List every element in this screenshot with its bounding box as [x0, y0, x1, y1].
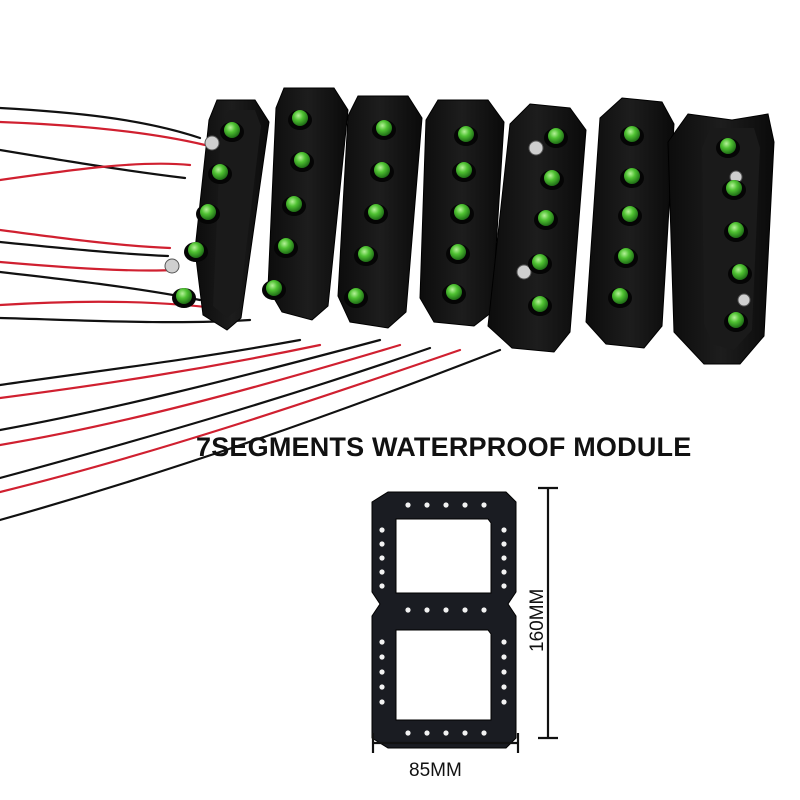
green-led [548, 128, 564, 144]
green-led [728, 222, 744, 238]
segment-dot [501, 654, 507, 660]
green-led [212, 164, 228, 180]
green-led [732, 264, 748, 280]
segment-dot [501, 639, 507, 645]
segment-dot [379, 569, 385, 575]
green-led [348, 288, 364, 304]
green-led [458, 126, 474, 142]
segment-module [487, 103, 587, 353]
segment-dot [501, 541, 507, 547]
segment-dot [501, 669, 507, 675]
segment-dot [462, 502, 468, 508]
segment-dot [424, 607, 430, 613]
green-led [374, 162, 390, 178]
segment-dot [379, 555, 385, 561]
green-led [624, 168, 640, 184]
segment-dot [501, 555, 507, 561]
green-led [456, 162, 472, 178]
segment-dot [379, 527, 385, 533]
green-led [278, 238, 294, 254]
segment-dot [443, 502, 449, 508]
green-led [544, 170, 560, 186]
green-led [368, 204, 384, 220]
green-led [176, 288, 192, 304]
green-led [450, 244, 466, 260]
green-led [612, 288, 628, 304]
green-led [454, 204, 470, 220]
segment-dot [405, 502, 411, 508]
segment-dot [501, 684, 507, 690]
segment-dot [481, 730, 487, 736]
segment-dot [462, 607, 468, 613]
segment-dot [379, 639, 385, 645]
green-leds [172, 110, 752, 332]
green-led [376, 120, 392, 136]
segment-dot [379, 654, 385, 660]
segment-module [267, 87, 349, 321]
segment-dot [379, 583, 385, 589]
green-led [188, 242, 204, 258]
green-led [720, 138, 736, 154]
segment-dot [481, 502, 487, 508]
width-dimension-label: 85MM [409, 760, 462, 781]
green-led [292, 110, 308, 126]
segment-dot [379, 541, 385, 547]
height-dimension-label: 160MM [527, 588, 548, 652]
green-led [446, 284, 462, 300]
wire-bundle [0, 106, 502, 522]
segment-dot [501, 527, 507, 533]
segment-led-dots [379, 502, 507, 736]
green-led [358, 246, 374, 262]
green-led [728, 312, 744, 328]
product-title: 7SEGMENTS WATERPROOF MODULE [196, 432, 692, 462]
green-led [224, 122, 240, 138]
green-led [200, 204, 216, 220]
segment-dot [424, 730, 430, 736]
green-led [532, 296, 548, 312]
segment-dot [501, 569, 507, 575]
segment-dot [462, 730, 468, 736]
segment-dot [481, 607, 487, 613]
segment-dot [501, 699, 507, 705]
green-led [266, 280, 282, 296]
green-led [286, 196, 302, 212]
segment-dot [443, 607, 449, 613]
green-led [622, 206, 638, 222]
segment-dot [443, 730, 449, 736]
segment-dot [379, 669, 385, 675]
green-led [538, 210, 554, 226]
green-led [726, 180, 742, 196]
green-led [618, 248, 634, 264]
seven-segment-diagram [371, 491, 517, 749]
segment-dot [405, 730, 411, 736]
segment-dot [424, 502, 430, 508]
segment-dot [405, 607, 411, 613]
green-led [624, 126, 640, 142]
segment-modules [194, 87, 775, 365]
green-led [294, 152, 310, 168]
segment-dot [501, 583, 507, 589]
dimension-lines [371, 486, 558, 753]
segment-dot [379, 684, 385, 690]
mounting-screws [164, 135, 751, 307]
segment-module [194, 99, 270, 331]
green-led [532, 254, 548, 270]
segment-dot [379, 699, 385, 705]
